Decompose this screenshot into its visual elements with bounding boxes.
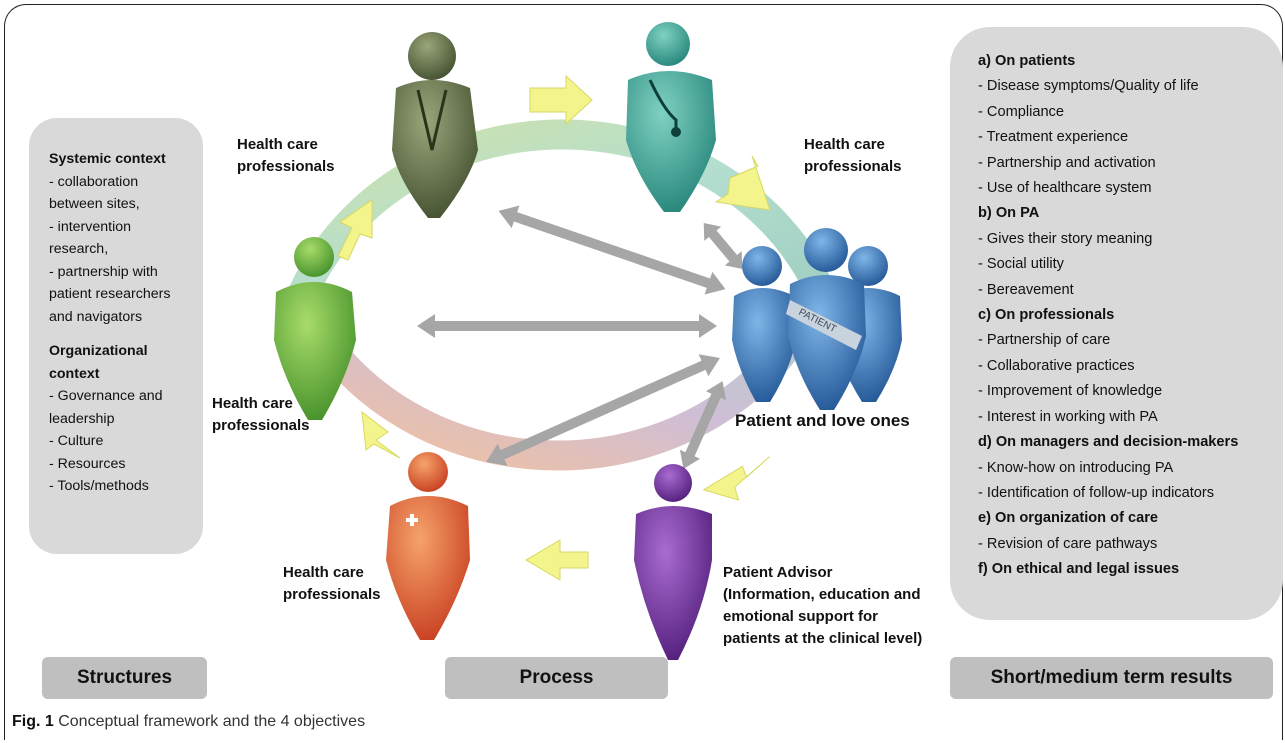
organizational-item: - Governance and leadership: [49, 388, 163, 427]
label-patient-advisor: Patient Advisor (Information, education …: [723, 564, 923, 647]
section-title: b) On PA: [978, 205, 1040, 222]
result-item: - Social utility: [978, 256, 1064, 273]
nurse-figure-bottom-left: [386, 452, 470, 640]
section-title: f) On ethical and legal issues: [978, 561, 1180, 578]
organizational-item: - Resources: [49, 455, 126, 472]
result-item: - Know-how on introducing PA: [978, 459, 1174, 476]
result-item: - Compliance: [978, 103, 1064, 120]
systemic-item: - partnership with patient researchers a…: [49, 263, 171, 325]
systemic-item: - intervention research,: [49, 218, 132, 258]
cross-icon: [406, 514, 418, 526]
result-item: - Gives their story meaning: [978, 230, 1153, 247]
section-title: e) On organization of care: [978, 510, 1159, 527]
result-item: - Disease symptoms/Quality of life: [978, 78, 1199, 95]
doctor-figure-top-right: [626, 22, 716, 212]
organizational-context-title: Organizational context: [49, 343, 148, 382]
caption-text: Conceptual framework and the 4 objective…: [53, 713, 366, 730]
ring-arrows: [337, 74, 771, 581]
patient-advisor-figure: [634, 464, 712, 660]
result-item: - Interest in working with PA: [978, 408, 1158, 425]
result-item: - Bereavement: [978, 281, 1074, 298]
doctor-figure-top-left: [392, 32, 478, 218]
section-title: d) On managers and decision-makers: [978, 434, 1239, 451]
organizational-item: - Tools/methods: [49, 478, 149, 494]
result-item: - Treatment experience: [978, 129, 1129, 146]
structures-panel: Systemic context - collaboration between…: [29, 118, 203, 554]
results-panel: a) On patients - Disease symptoms/Qualit…: [950, 27, 1283, 620]
section-title: a) On patients: [978, 53, 1076, 69]
organizational-item: - Culture: [49, 433, 104, 449]
label-hcp-top-left: Health care professionals: [237, 136, 335, 175]
structures-box: Structures: [42, 657, 207, 699]
systemic-item: - collaboration between sites,: [49, 173, 140, 213]
result-item: - Revision of care pathways: [978, 535, 1158, 552]
process-box: Process: [445, 657, 668, 699]
result-item: - Improvement of knowledge: [978, 383, 1163, 400]
patient-group-figure: PATIENT: [732, 228, 902, 410]
figure-caption: Fig. 1 Conceptual framework and the 4 ob…: [12, 713, 365, 731]
professional-figure-mid-left: [274, 237, 356, 420]
results-box: Short/medium term results: [950, 657, 1273, 699]
section-title: c) On professionals: [978, 307, 1115, 324]
label-hcp-mid-left: Health care professionals: [212, 395, 310, 434]
caption-prefix: Fig. 1: [12, 713, 54, 730]
label-patient-group: Patient and love ones: [735, 411, 910, 430]
label-hcp-top-right: Health care professionals: [804, 136, 902, 175]
result-item: - Partnership of care: [978, 332, 1111, 349]
result-item: - Partnership and activation: [978, 154, 1156, 171]
interaction-arrows: [417, 205, 743, 469]
result-item: - Collaborative practices: [978, 357, 1135, 374]
result-item: - Use of healthcare system: [978, 180, 1152, 197]
label-hcp-bottom-left: Health care professionals: [283, 564, 381, 603]
systemic-context-title: Systemic context: [49, 151, 166, 167]
result-item: - Identification of follow-up indicators: [978, 484, 1215, 501]
